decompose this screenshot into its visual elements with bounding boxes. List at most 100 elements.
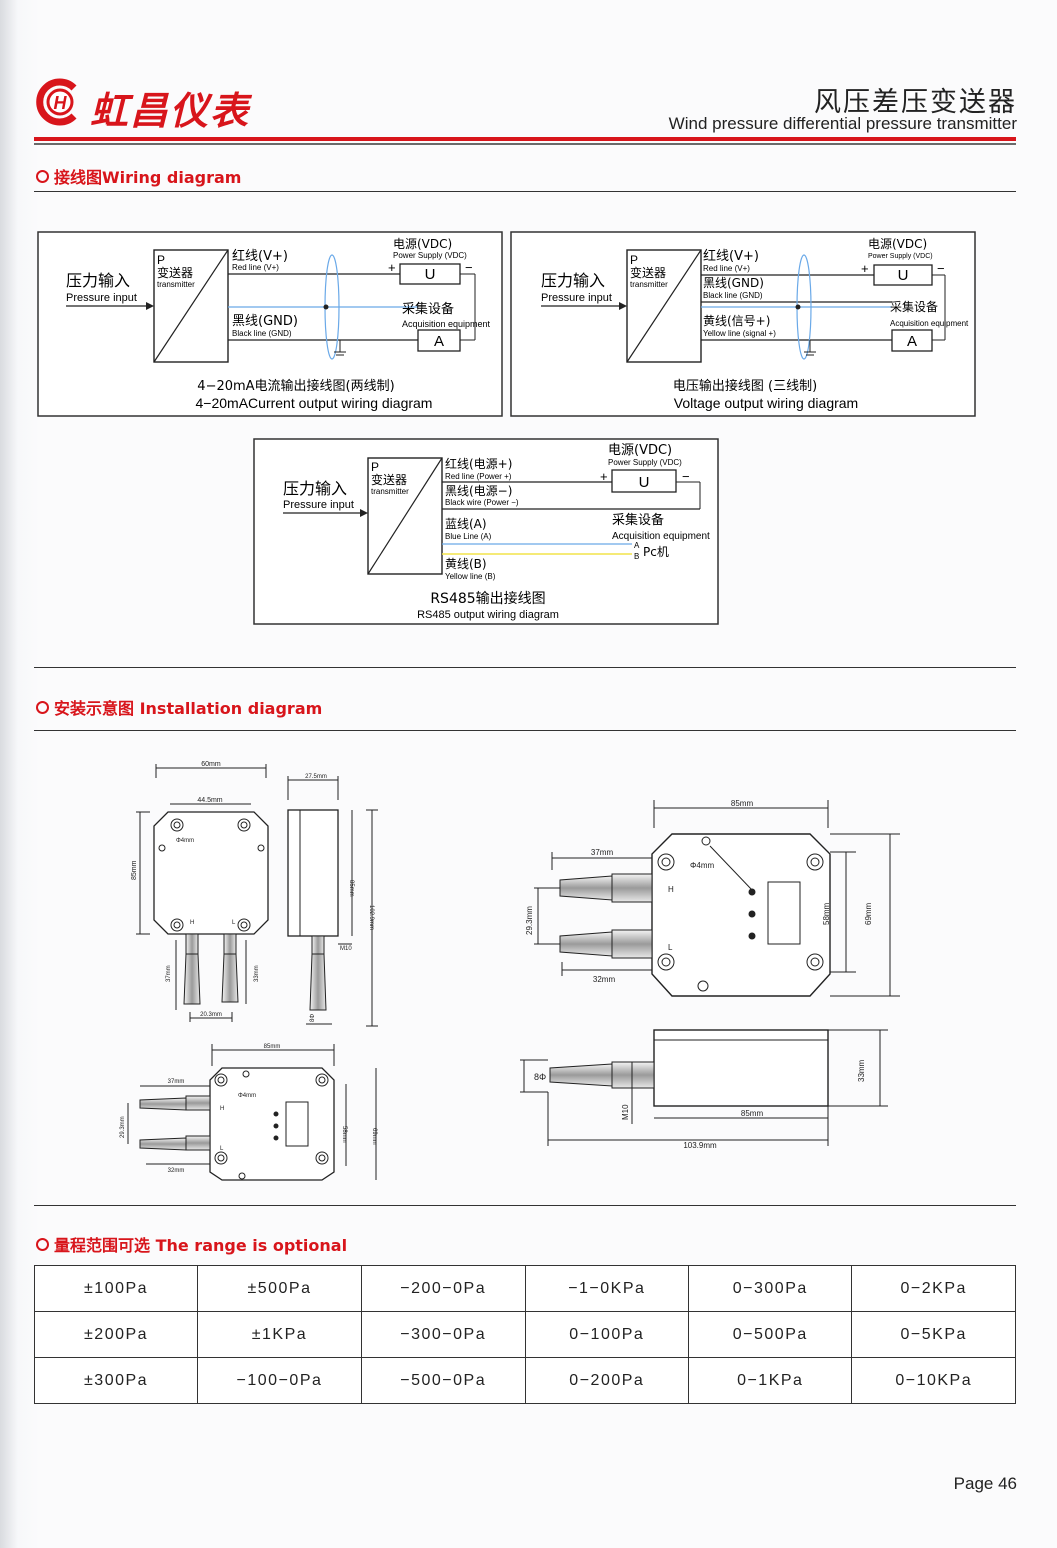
large-top-view-drawing: 85mm Φ4mm H L 37mm 29.3mm 32mm 5 xyxy=(525,799,900,997)
svg-text:Red line (Power +): Red line (Power +) xyxy=(445,472,512,481)
svg-text:44.5mm: 44.5mm xyxy=(197,797,222,804)
range-table: ±100Pa ±500Pa −200−0Pa −1−0KPa 0−300Pa 0… xyxy=(33,1265,1016,1404)
range-cell: −500−0Pa xyxy=(360,1357,526,1404)
pressure-input-en: Pressure input xyxy=(66,292,137,304)
pressure-input-label: 压力输入 xyxy=(66,271,130,290)
svg-text:32mm: 32mm xyxy=(168,1168,185,1174)
svg-text:M10: M10 xyxy=(621,1104,630,1120)
brand-name: 虹昌仪表 xyxy=(90,89,251,133)
svg-text:A: A xyxy=(907,333,917,350)
svg-text:85mm: 85mm xyxy=(731,799,754,808)
svg-text:变送器: 变送器 xyxy=(371,472,407,487)
range-cell: 0−1KPa xyxy=(688,1357,853,1404)
wiring-section-title: 接线图Wiring diagram xyxy=(36,164,241,188)
svg-text:8Φ: 8Φ xyxy=(310,1014,316,1022)
svg-text:Red line (V+): Red line (V+) xyxy=(703,264,750,273)
bullet-ring-icon xyxy=(36,1238,49,1251)
svg-text:85mm: 85mm xyxy=(348,880,354,897)
svg-text:红线(电源+): 红线(电源+) xyxy=(445,456,512,471)
wiring-diagram-voltage: 压力输入 Pressure input P 变送器 transmitter 红线… xyxy=(510,231,976,417)
red-wire-label: 红线(V+) xyxy=(232,248,288,264)
svg-text:H: H xyxy=(668,885,674,894)
range-section-title: 量程范围可选 The range is optional xyxy=(36,1232,347,1256)
range-cell: ±100Pa xyxy=(33,1265,199,1312)
svg-text:电压输出接线图 (三线制): 电压输出接线图 (三线制) xyxy=(673,378,817,394)
wiring-section-label: 接线图Wiring diagram xyxy=(54,168,242,187)
svg-text:电源(VDC): 电源(VDC) xyxy=(608,443,672,458)
svg-text:+: + xyxy=(388,260,396,275)
install-section-title: 安装示意图 Installation diagram xyxy=(36,695,322,719)
page-subtitle: Wind pressure differential pressure tran… xyxy=(668,114,1017,133)
svg-text:Blue Line (A): Blue Line (A) xyxy=(445,532,492,541)
svg-text:RS485 output wiring diagram: RS485 output wiring diagram xyxy=(417,609,559,621)
wiring-diagram-rs485: 压力输入 Pressure input P 变送器 transmitter 红线… xyxy=(253,438,719,625)
range-cell: 0−200Pa xyxy=(524,1357,690,1404)
svg-text:黄线(B): 黄线(B) xyxy=(445,557,487,571)
transmitter-en: transmitter xyxy=(157,280,195,289)
caption-cn: 4−20mA电流输出接线图(两线制) xyxy=(197,378,394,394)
svg-text:−: − xyxy=(465,260,473,275)
svg-text:M10: M10 xyxy=(340,946,352,952)
brand-logo: H 虹昌仪表 xyxy=(34,78,304,133)
svg-text:+: + xyxy=(600,469,608,484)
svg-text:Pressure input: Pressure input xyxy=(283,499,354,511)
table-row: ±200Pa ±1KPa −300−0Pa 0−100Pa 0−500Pa 0−… xyxy=(33,1311,1016,1358)
range-cell: 0−2KPa xyxy=(851,1265,1016,1312)
svg-text:压力输入: 压力输入 xyxy=(283,479,347,498)
brand-mark-icon: H xyxy=(36,78,77,126)
svg-text:Black line (GND): Black line (GND) xyxy=(703,291,763,300)
svg-text:−: − xyxy=(937,261,945,276)
range-cell: 0−5KPa xyxy=(851,1311,1016,1358)
ammeter-box xyxy=(417,329,461,352)
svg-text:Voltage output wiring diagram: Voltage output wiring diagram xyxy=(674,395,858,411)
section-divider xyxy=(34,730,1016,731)
svg-text:33mm: 33mm xyxy=(857,1059,866,1082)
range-section-label: 量程范围可选 The range is optional xyxy=(54,1236,348,1255)
svg-text:37mm: 37mm xyxy=(166,965,172,982)
range-cell: 0−10KPa xyxy=(851,1357,1016,1404)
svg-text:Φ4mm: Φ4mm xyxy=(176,838,194,844)
svg-text:60mm: 60mm xyxy=(201,761,221,768)
svg-text:U: U xyxy=(898,267,909,284)
svg-text:电源(VDC): 电源(VDC) xyxy=(868,237,927,251)
svg-text:Pc机: Pc机 xyxy=(643,545,669,559)
svg-text:58mm: 58mm xyxy=(822,902,831,925)
range-cell: ±200Pa xyxy=(33,1311,199,1358)
svg-text:H: H xyxy=(190,920,194,926)
arrow-icon xyxy=(146,302,154,310)
header-divider-red xyxy=(34,137,1016,141)
range-cell: −100−0Pa xyxy=(197,1357,362,1404)
svg-text:37mm: 37mm xyxy=(591,848,614,857)
svg-text:L: L xyxy=(220,1146,224,1152)
svg-text:红线(V+): 红线(V+) xyxy=(703,248,759,264)
svg-text:Power Supply (VDC): Power Supply (VDC) xyxy=(608,458,682,467)
svg-text:37mm: 37mm xyxy=(168,1079,185,1085)
svg-text:Φ4mm: Φ4mm xyxy=(690,861,714,870)
svg-text:32mm: 32mm xyxy=(593,975,616,984)
svg-text:Power Supply (VDC): Power Supply (VDC) xyxy=(868,253,933,260)
svg-text:采集设备: 采集设备 xyxy=(890,299,938,314)
svg-text:transmitter: transmitter xyxy=(630,280,668,289)
svg-text:102.9mm: 102.9mm xyxy=(368,905,374,930)
svg-text:Pressure input: Pressure input xyxy=(541,292,612,304)
svg-text:Black wire (Power −): Black wire (Power −) xyxy=(445,498,519,507)
section-divider xyxy=(34,191,1016,192)
svg-text:69mm: 69mm xyxy=(371,1128,377,1145)
svg-text:B: B xyxy=(634,552,639,561)
wiring-diagram-current: 压力输入 Pressure input P 变送器 transmitter 红线… xyxy=(37,231,503,417)
table-row: ±300Pa −100−0Pa −500−0Pa 0−200Pa 0−1KPa … xyxy=(33,1357,1016,1404)
svg-text:H: H xyxy=(220,1106,224,1112)
power-supply-en: Power Supply (VDC) xyxy=(393,251,467,260)
acq-en: Acquisition equipment xyxy=(402,319,491,329)
profile-view-drawing: 8Φ M10 33mm 85mm 103.9mm xyxy=(520,1029,888,1150)
svg-text:A: A xyxy=(634,541,640,550)
page-number: Page 46 xyxy=(953,1474,1017,1493)
svg-text:85mm: 85mm xyxy=(131,860,138,880)
svg-text:transmitter: transmitter xyxy=(371,487,409,496)
power-supply-label: 电源(VDC) xyxy=(393,237,452,251)
red-wire-en: Red line (V+) xyxy=(232,263,279,272)
arrow-icon xyxy=(360,509,368,517)
svg-text:Yellow line (signal +): Yellow line (signal +) xyxy=(703,329,776,338)
range-cell: ±500Pa xyxy=(197,1265,362,1312)
svg-text:U: U xyxy=(639,474,650,491)
